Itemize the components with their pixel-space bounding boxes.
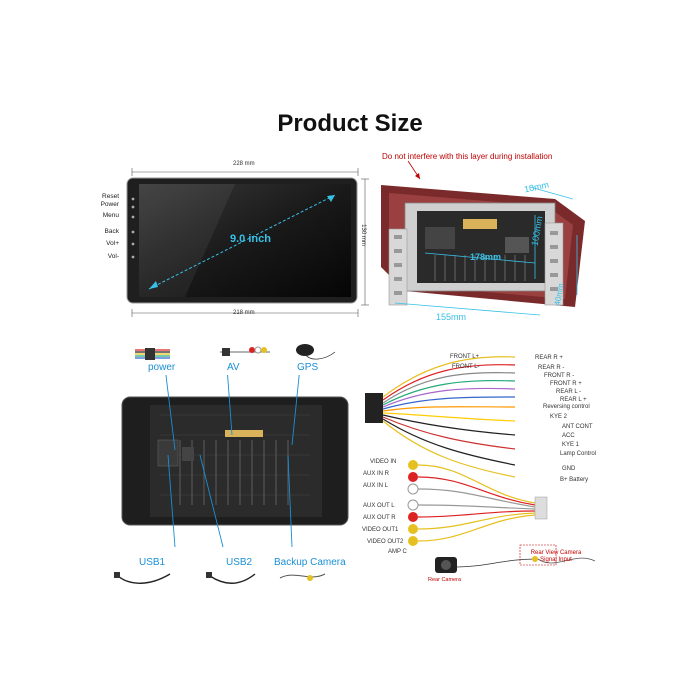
camera-input-label: Rear View Camera Signal Input [530,550,582,563]
wire-label-battery: B+ Battery [560,477,589,483]
wire-label-reversing-control: Reversing control [543,404,590,410]
wire-label-front-l-plus: FRONT L+ [450,354,480,360]
wire-label-lamp-control: Lamp Control [560,451,597,457]
rca-label-video-out2: VIDEO OUT2 [367,539,404,545]
wire-label-front-r-minus: FRONT R - [544,373,575,379]
wire-label-kye1: KYE 1 [562,442,580,448]
wire-label-rear-l-plus: REAR L + [560,397,587,403]
rca-label-video-out1: VIDEO OUT1 [362,527,399,533]
diagonal-label: 9.0 inch [230,233,271,245]
back-dot [131,230,135,234]
menu-dot [131,215,135,219]
reset-dot [131,197,135,201]
front-head-unit [126,177,358,304]
vol-up-dot [131,242,135,246]
front-width-top-label: 228 mm [233,161,255,167]
warning-text: Do not interfere with this layer during … [382,152,553,161]
wire-label-rear-r-minus: REAR R - [538,365,565,371]
accessory-cables [135,344,336,360]
rca-label-aux-in-l: AUX IN L [363,483,389,489]
width-178-label: 178mm [470,252,502,262]
wiring-harness [365,356,596,573]
button-label-reset: Reset [102,193,119,200]
front-width-top-dim [131,168,359,176]
accessory-label-power: power [148,362,176,373]
button-label-back: Back [104,228,119,235]
wire-label-ant-cont: ANT CONT [562,424,593,430]
button-label-power: Power [100,201,119,208]
rca-label-aux-out-r: AUX OUT R [363,515,396,521]
usb-cables [114,572,326,584]
page-title: Product Size [277,110,423,137]
wire-label-acc: ACC [562,433,575,439]
wire-label-rear-l-minus: REAR L - [556,389,582,395]
rear-panel [121,375,349,548]
wire-label-rear-r-plus: REAR R + [535,355,563,361]
rear-camera-label: Rear Camera [428,577,462,583]
wire-label-gnd: GND [562,466,576,472]
vol-down-dot [131,255,135,259]
rca-label-video-in: VIDEO IN [370,459,397,465]
accessory-label-gps: GPS [297,362,319,373]
bracket-155-label: 155mm [436,312,467,322]
rca-label-aux-out-l: AUX OUT L [363,503,395,509]
front-width-bottom-label: 218 mm [233,310,255,316]
port-label-usb1: USB1 [139,557,166,568]
front-width-bottom-dim [131,309,359,317]
power-dot [131,205,135,209]
button-label-vol-up: Vol+ [106,240,119,247]
chassis-drawing [381,185,585,316]
button-label-menu: Menu [102,212,119,219]
warning-arrow [407,160,421,180]
port-label-usb2: USB2 [226,557,253,568]
rca-label-aux-in-r: AUX IN R [363,471,390,477]
button-label-vol-down: Vol- [107,253,119,260]
rca-label-amp-c: AMP C [388,549,407,555]
front-height-dim [361,178,369,306]
wire-label-front-r-plus: FRONT R + [550,381,582,387]
wire-label-front-l-minus: FRONT L- [452,364,480,370]
front-height-label: 130 mm [359,224,366,246]
port-label-backup-camera: Backup Camera [274,557,346,568]
wire-label-kye2: KYE 2 [550,414,568,420]
accessory-label-av: AV [227,362,240,373]
